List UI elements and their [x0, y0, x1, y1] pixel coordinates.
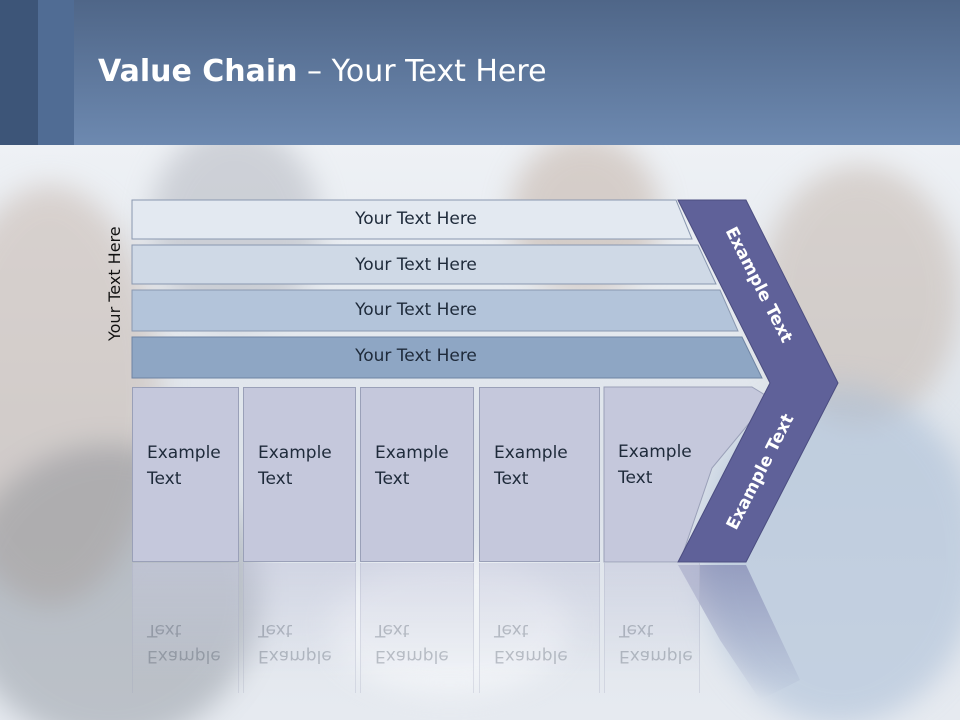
activity-cell-text: Example Text	[258, 443, 332, 489]
cell-reflection-5: Example Text	[604, 563, 700, 693]
title-bold: Value Chain	[98, 54, 298, 89]
activity-cell-text: Example Text	[494, 443, 568, 489]
cell-reflection-3: Example Text	[360, 563, 474, 693]
cell-5-shape	[603, 386, 771, 563]
reflection-text: Example Text	[258, 620, 332, 666]
reflection-text: Example Text	[494, 620, 568, 666]
reflection-text: Example Text	[147, 620, 221, 666]
header-accent-strip	[0, 0, 38, 145]
row-bar-3	[131, 289, 739, 332]
chevron-arrow	[677, 199, 839, 563]
reflection-text: Example Text	[375, 620, 449, 666]
cell-reflection-1: Example Text	[132, 563, 239, 693]
header-accent-strip-2	[38, 0, 74, 145]
row-label-4: Your Text Here	[355, 346, 477, 366]
row-bar-1	[131, 199, 693, 240]
chevron-reflection	[678, 565, 800, 700]
activity-cell-2: Example Text	[243, 387, 356, 562]
activity-cell-3: Example Text	[360, 387, 474, 562]
row-label-1: Your Text Here	[355, 209, 477, 229]
activity-cell-1: Example Text	[132, 387, 239, 562]
row-bar-2	[131, 244, 717, 285]
activity-cell-text: Example Text	[375, 443, 449, 489]
header-band: Value Chain – Your Text Here	[0, 0, 960, 145]
reflection-text: Example Text	[619, 620, 693, 666]
row-label-3: Your Text Here	[355, 300, 477, 320]
activity-cell-text: Example Text	[147, 443, 221, 489]
activity-cell-4: Example Text	[479, 387, 600, 562]
activity-cell-text: Example Text	[618, 442, 692, 488]
slide-title: Value Chain – Your Text Here	[98, 54, 547, 89]
title-rest: – Your Text Here	[297, 54, 547, 89]
activity-cell-5: Example Text	[604, 387, 714, 562]
cell-reflection-4: Example Text	[479, 563, 600, 693]
row-bar-4	[131, 336, 763, 379]
row-label-2: Your Text Here	[355, 255, 477, 275]
cell-reflection-2: Example Text	[243, 563, 356, 693]
